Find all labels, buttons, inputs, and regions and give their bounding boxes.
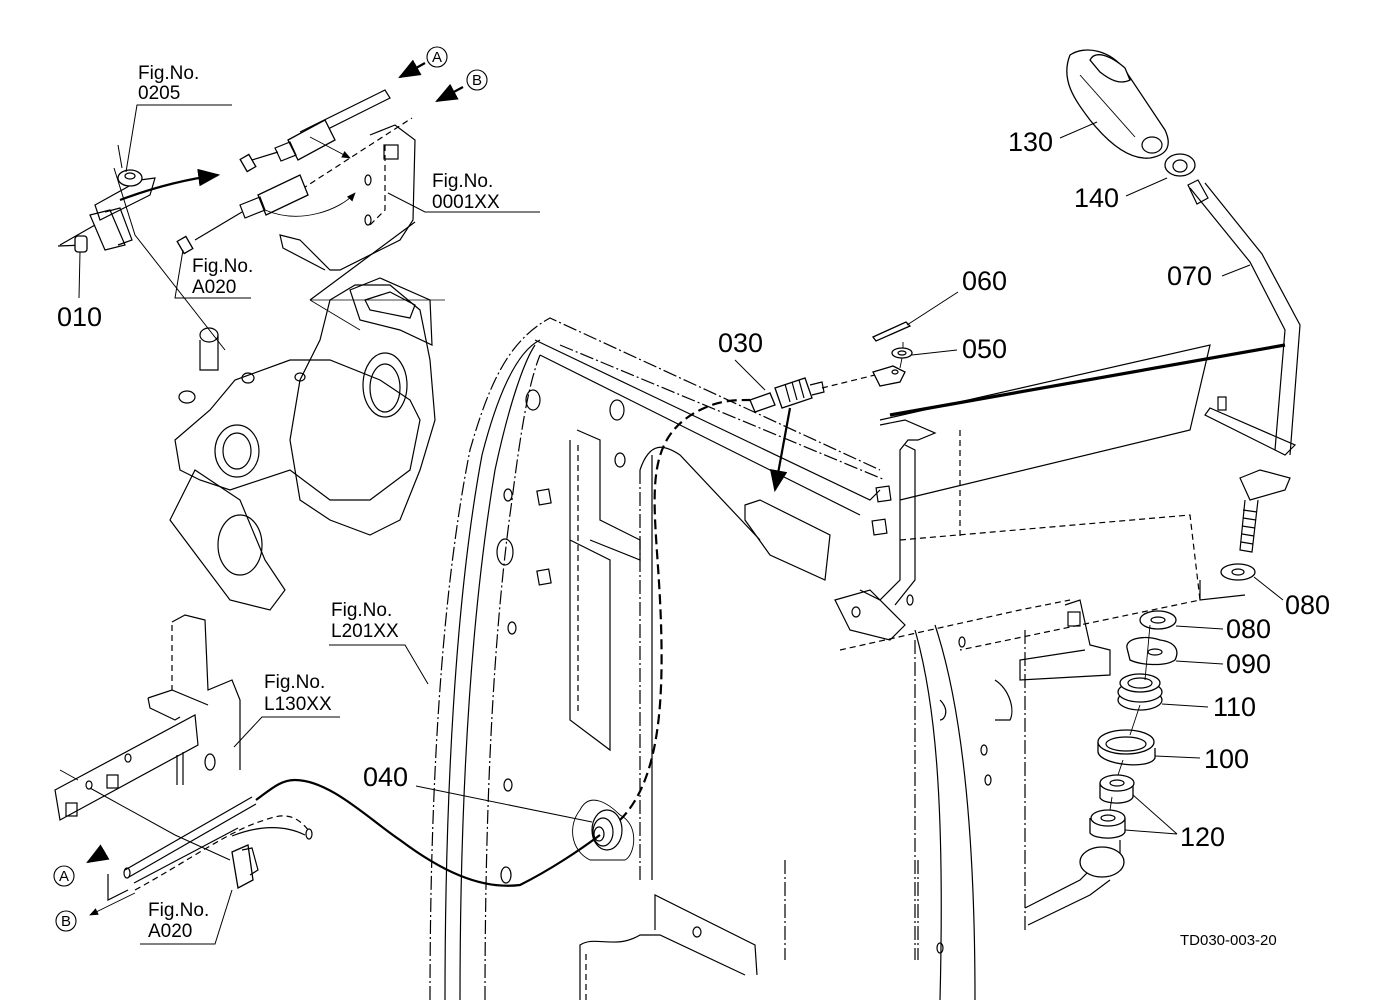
- fig-ref-l201xx: Fig.No. L201XX: [329, 600, 429, 685]
- nuts-120: [1089, 774, 1135, 839]
- marker-b-top: B: [466, 69, 488, 91]
- dash-bracket: [744, 344, 1246, 681]
- callout-100: 100: [1154, 744, 1249, 774]
- lower-cables: [86, 778, 601, 916]
- fig-ref-a020-top-line2: A020: [192, 277, 236, 298]
- callout-110-label: 110: [1213, 692, 1256, 722]
- callout-010-label: 010: [57, 302, 102, 332]
- washer-080-upper: [1220, 563, 1256, 581]
- callout-060-label: 060: [962, 266, 1007, 296]
- callout-140-label: 140: [1074, 183, 1119, 213]
- marker-b-top-letter: B: [472, 72, 482, 89]
- fig-ref-a020-top-line1: Fig.No.: [192, 256, 253, 277]
- marker-a-bottom-letter: A: [59, 868, 69, 885]
- fig-ref-a020-bottom-line1: Fig.No.: [148, 900, 209, 921]
- callout-090-label: 090: [1226, 649, 1271, 679]
- shift-lever-assembly: [889, 49, 1301, 839]
- washer-080-lower: [1139, 610, 1177, 630]
- fig-ref-l130xx: Fig.No. L130XX: [233, 672, 340, 748]
- fig-ref-0205-line1: Fig.No.: [138, 63, 199, 84]
- spring-110: [1117, 673, 1163, 711]
- nut-140: [1164, 153, 1196, 177]
- fig-ref-a020-bottom: Fig.No. A020: [140, 889, 233, 945]
- fig-ref-l201xx-line1: Fig.No.: [331, 600, 392, 621]
- callout-080-b: 080: [1175, 614, 1271, 644]
- marker-a-bottom: A: [53, 865, 75, 887]
- callout-120-label: 120: [1180, 822, 1225, 852]
- marker-b-bottom: B: [55, 910, 77, 932]
- marker-a-top-letter: A: [432, 49, 442, 66]
- pump-assembly: [169, 277, 445, 611]
- fig-ref-l130xx-line2: L130XX: [264, 694, 332, 715]
- callout-080-a: 080: [1253, 576, 1330, 620]
- fig-ref-a020-top: Fig.No. A020: [174, 249, 253, 299]
- marker-b-bottom-letter: B: [61, 913, 71, 930]
- lower-left-bracket: [54, 614, 241, 861]
- collar-100: [1097, 729, 1156, 766]
- callout-130-label: 130: [1008, 127, 1053, 157]
- callout-090: 090: [1175, 649, 1271, 679]
- callout-080-a-label: 080: [1285, 590, 1330, 620]
- fig-ref-0001xx-line2: 0001XX: [432, 192, 500, 213]
- fig-ref-0001xx: Fig.No. 0001XX: [387, 171, 540, 213]
- cab-pillar: [914, 624, 1125, 1001]
- callout-070-label: 070: [1167, 261, 1212, 291]
- knob-130: [1066, 49, 1169, 159]
- grommet-040: [572, 799, 635, 861]
- plate-090: [1126, 637, 1178, 666]
- arrow-to-b-top: [435, 83, 464, 103]
- callout-120: 120: [1124, 794, 1225, 852]
- lever-070: [889, 179, 1301, 553]
- callout-130: 130: [1008, 121, 1098, 157]
- callout-050: 050: [911, 334, 1007, 364]
- fig-ref-0205-line2: 0205: [138, 83, 180, 104]
- fig-ref-a020-bottom-line2: A020: [148, 921, 192, 942]
- callout-100-label: 100: [1204, 744, 1249, 774]
- callout-110: 110: [1161, 692, 1256, 722]
- fig-ref-0205: Fig.No. 0205: [125, 63, 232, 173]
- callout-010: 010: [57, 251, 102, 332]
- callout-040: 040: [363, 762, 593, 823]
- fig-ref-l130xx-line1: Fig.No.: [264, 672, 325, 693]
- callout-080-b-label: 080: [1226, 614, 1271, 644]
- upper-cables: [119, 89, 416, 301]
- callout-030: 030: [718, 328, 763, 358]
- callout-070: 070: [1167, 261, 1251, 291]
- marker-a-top: A: [426, 46, 448, 68]
- selector-assembly: [57, 144, 226, 351]
- fig-ref-l201xx-line2: L201XX: [331, 621, 399, 642]
- callout-140: 140: [1074, 177, 1168, 213]
- cab-panel: [429, 317, 919, 1001]
- callout-030-label: 030: [718, 328, 763, 358]
- cable-030: [734, 359, 906, 493]
- callout-040-label: 040: [363, 762, 408, 792]
- callout-050-label: 050: [962, 334, 1007, 364]
- fig-ref-0001xx-line1: Fig.No.: [432, 171, 493, 192]
- pin-060: [871, 321, 912, 342]
- clip-050: [891, 342, 913, 369]
- arrow-to-a-top: [398, 59, 426, 79]
- callout-060: 060: [906, 266, 1007, 326]
- drawing-code: TD030-003-20: [1180, 932, 1277, 949]
